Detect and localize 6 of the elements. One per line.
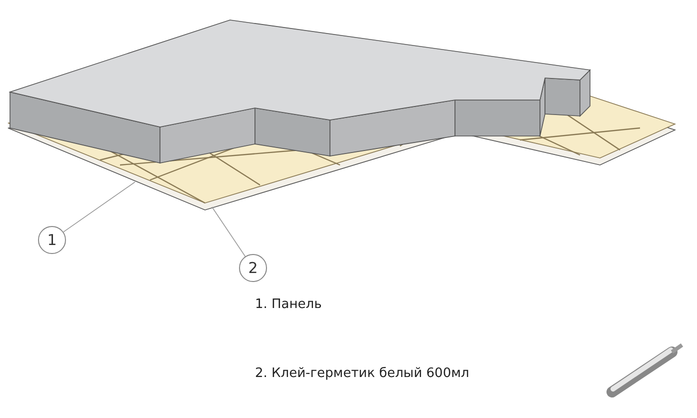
leader-line	[63, 182, 136, 232]
legend-text: 1. Панель	[255, 297, 322, 312]
leader-line	[212, 206, 246, 257]
callout-number: 1	[38, 226, 66, 254]
callout-number: 2	[239, 254, 267, 282]
legend-text: 2. Клей-герметик белый 600мл	[255, 366, 470, 381]
